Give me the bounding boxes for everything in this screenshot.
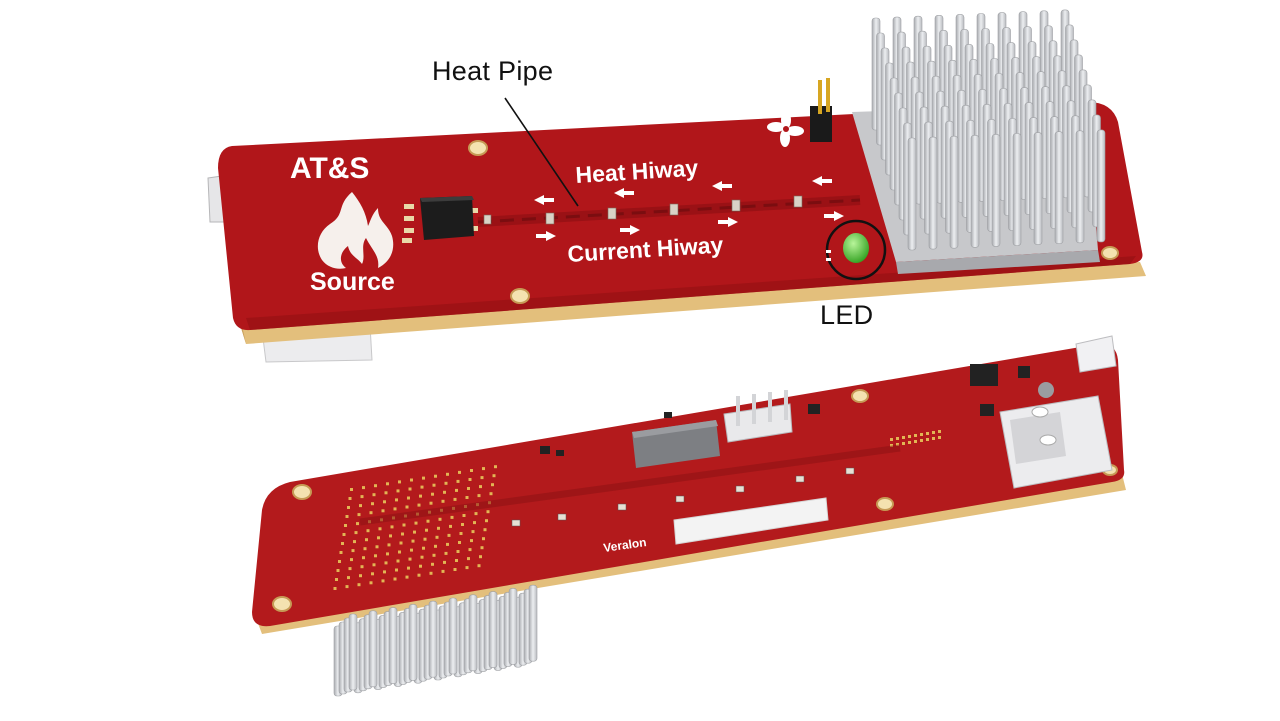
- smd-components: [483, 195, 803, 225]
- fan-icon: [767, 111, 804, 147]
- source-label: Source: [310, 268, 395, 296]
- bottom-header-pins: [723, 390, 793, 443]
- heat-pipe-annotation: Heat Pipe: [432, 56, 554, 86]
- mount-hole: [510, 288, 530, 304]
- bottom-resistors: [511, 467, 855, 527]
- bottom-pcb-board: Veralon: [252, 335, 1126, 634]
- led-annotation: LED: [820, 300, 874, 330]
- bottom-pcb-face: [252, 343, 1125, 627]
- heat-pipe-leader-line: [504, 97, 579, 207]
- current-flow-arrows: [536, 211, 844, 241]
- mount-hole: [468, 140, 488, 156]
- led-pads: [826, 250, 831, 261]
- pin-heatsink-bottom: [333, 584, 538, 697]
- mount-hole: [851, 389, 869, 403]
- mount-hole: [272, 596, 292, 612]
- bottom-smd-components: [540, 364, 1030, 456]
- board-edge: [238, 262, 1146, 344]
- mount-hole: [292, 484, 312, 500]
- mount-hole: [876, 497, 894, 511]
- flame-icon: [317, 192, 394, 269]
- veralon-brand-text: Veralon: [602, 535, 647, 555]
- pin-heatsink-top: [852, 9, 1106, 274]
- mount-hole: [1101, 246, 1119, 260]
- led-component: [843, 233, 869, 263]
- source-ic-chip: [402, 196, 478, 243]
- header-pins: [810, 78, 832, 142]
- heat-flow-arrows: [534, 176, 832, 205]
- label-sticker: [673, 497, 829, 545]
- brand-logo-text: AT&S: [290, 152, 369, 185]
- power-connector: [999, 335, 1117, 489]
